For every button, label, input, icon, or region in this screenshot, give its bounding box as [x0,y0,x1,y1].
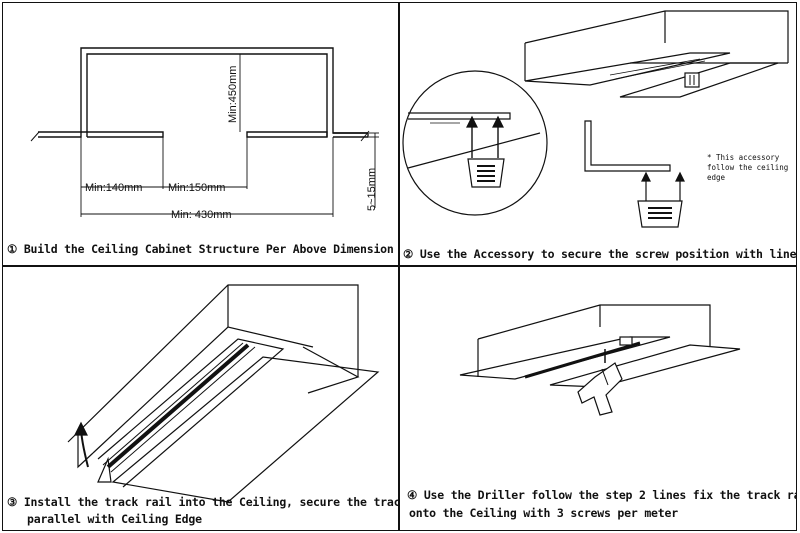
step-4-caption-line1: ④ Use the Driller follow the step 2 line… [407,488,797,502]
accessory-note-line1: * This accessory [707,153,780,162]
driller-fix-diagram [459,304,741,416]
driller-icon [577,362,623,416]
dim-opening: Min:150mm [168,182,225,194]
step-3-caption-line2: parallel with Ceiling Edge [27,512,202,526]
track-install-diagram [67,284,380,503]
step-1-panel: Min:140mm Min:150mm Min: 430mm Min:450mm… [2,2,399,266]
ceiling-top [67,284,359,443]
step-1-caption: ① Build the Ceiling Cabinet Structure Pe… [7,242,394,256]
ceiling-panel-right [549,344,741,388]
ceiling-board-left [81,131,164,138]
step-3-caption-line1: ③ Install the track rail into the Ceilin… [7,495,399,509]
detail-magnifier [402,70,548,216]
step-3-panel: ③ Install the track rail into the Ceilin… [2,266,399,531]
step-4-panel: ④ Use the Driller follow the step 2 line… [399,266,797,531]
dim-height: Min:450mm [227,66,239,123]
cabinet-top [524,10,789,63]
step-2-caption: ② Use the Accessory to secure the screw … [403,247,797,261]
ceiling-cabinet-dimension-diagram: Min:140mm Min:150mm Min: 430mm Min:450mm… [30,47,379,221]
ceiling-edge-bracket [584,120,671,172]
dim-left-gap: Min:140mm [85,182,142,194]
ceiling-board-right [246,131,328,138]
track-rail [97,338,285,488]
step-2-panel: * This accessory follow the ceiling edge… [399,2,797,266]
step-4-caption-line2: onto the Ceiling with 3 screws per meter [409,506,678,520]
ceiling-board [111,356,380,503]
dim-total-width: Min: 430mm [171,209,232,221]
cabinet-top [477,304,711,347]
dim-offset: 5~15mm [366,168,378,211]
accessory-note-line2: follow the ceiling [707,163,788,172]
accessory-note-line3: edge [707,173,726,182]
accessory-detail [467,158,505,188]
accessory-placement-diagram: * This accessory follow the ceiling edge [402,10,789,228]
ceiling-panel-left [524,52,731,86]
ceiling-panel-left [459,336,671,380]
